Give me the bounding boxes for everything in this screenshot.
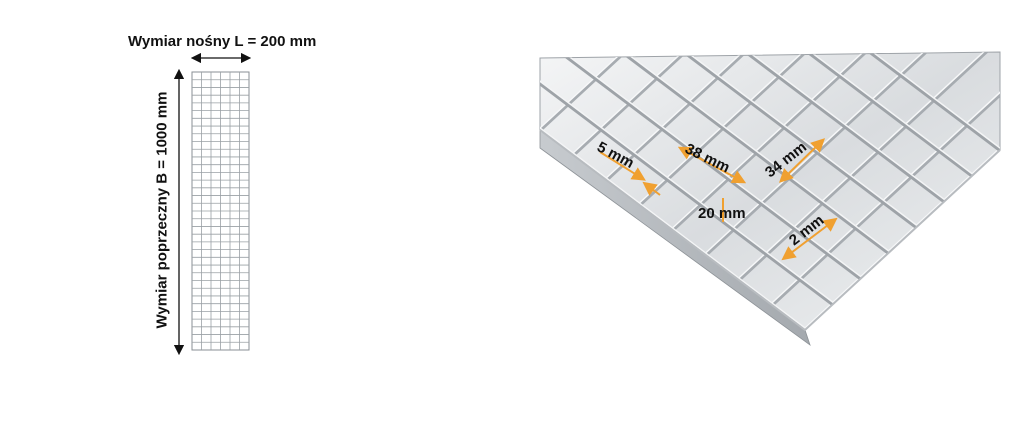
grating-cross-bar (652, 52, 975, 178)
grating-bar (670, 52, 967, 232)
grating-cross-bar-highlight (681, 52, 1000, 149)
grating-bar (703, 52, 1000, 257)
dim-5mm-arrow (599, 151, 646, 181)
grating-cross-bar-highlight (540, 61, 834, 304)
dim-2mm-arrow (781, 217, 838, 261)
grating-cross-bar-highlight (540, 87, 806, 329)
grating-cross-bar (540, 62, 835, 307)
grating-bar-highlight (572, 52, 867, 154)
grating-cross-bar-highlight (597, 52, 918, 226)
grating-bar (604, 52, 901, 182)
grating-bar-highlight (804, 57, 1000, 329)
dimension-indicators (599, 138, 838, 261)
dim-5mm-arrow-b (642, 181, 661, 196)
dim-38mm-arrow (677, 146, 747, 184)
grating-perspective (539, 51, 1001, 347)
grating-cross-bar (596, 52, 919, 230)
dim-label-20mm: 20 mm (698, 205, 746, 222)
grating-cross-bar-highlight (625, 52, 946, 201)
grating-cross-bar (680, 52, 1000, 152)
grating-cross-bar (624, 52, 947, 204)
grating-bar-highlight (605, 52, 900, 179)
schematic-grating (191, 71, 250, 351)
grating-cross-bar-highlight (569, 52, 890, 252)
grating-bar-highlight (704, 52, 999, 254)
grating-bar-highlight (540, 52, 834, 129)
grating-bar (540, 52, 835, 132)
bearing-dimension-label: Wymiar nośny L = 200 mm (128, 33, 317, 50)
grating-bar (571, 52, 868, 157)
dim-34mm-arrow (778, 138, 826, 183)
